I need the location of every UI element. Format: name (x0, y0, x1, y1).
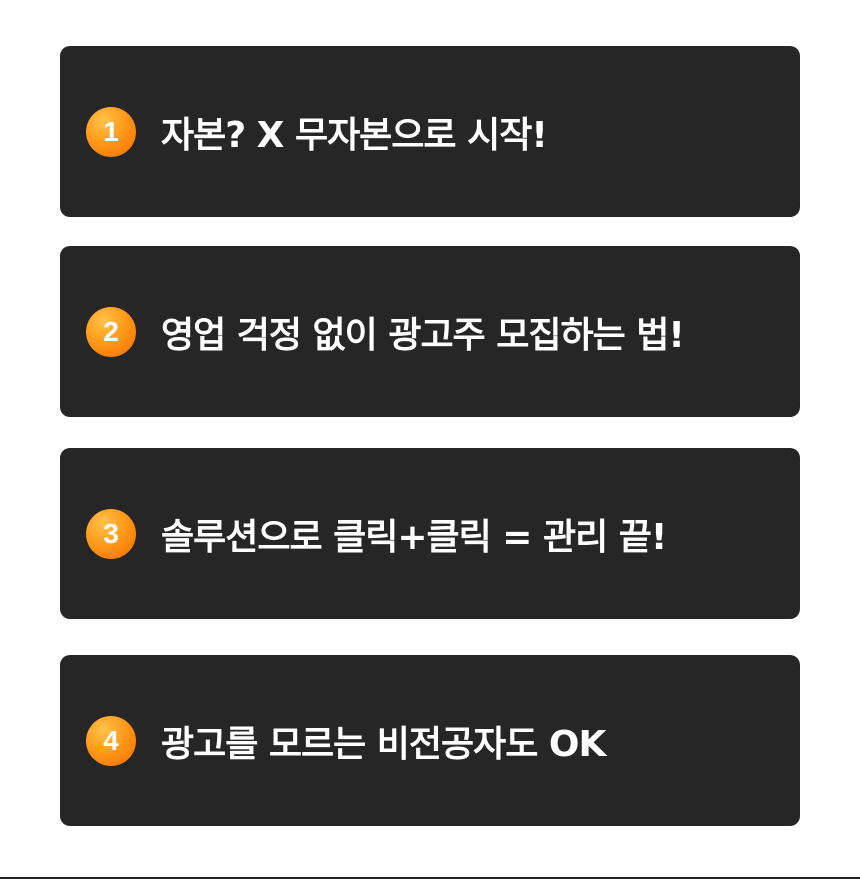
feature-text-3: 솔루션으로 클릭+클릭 = 관리 끝! (161, 516, 667, 558)
number-badge-1: 1 (86, 106, 136, 157)
feature-text-1: 자본? X 무자본으로 시작! (161, 114, 548, 156)
feature-card-3: 3 솔루션으로 클릭+클릭 = 관리 끝! (60, 448, 800, 619)
feature-card-1: 1 자본? X 무자본으로 시작! (60, 46, 800, 217)
number-badge-2: 2 (86, 306, 136, 357)
bottom-divider (0, 877, 860, 879)
feature-card-4: 4 광고를 모르는 비전공자도 OK (60, 655, 800, 826)
feature-text-2: 영업 걱정 없이 광고주 모집하는 법! (161, 314, 685, 356)
number-badge-3: 3 (86, 508, 136, 559)
feature-card-2: 2 영업 걱정 없이 광고주 모집하는 법! (60, 246, 800, 417)
number-badge-4: 4 (86, 715, 136, 766)
feature-text-4: 광고를 모르는 비전공자도 OK (161, 723, 606, 765)
